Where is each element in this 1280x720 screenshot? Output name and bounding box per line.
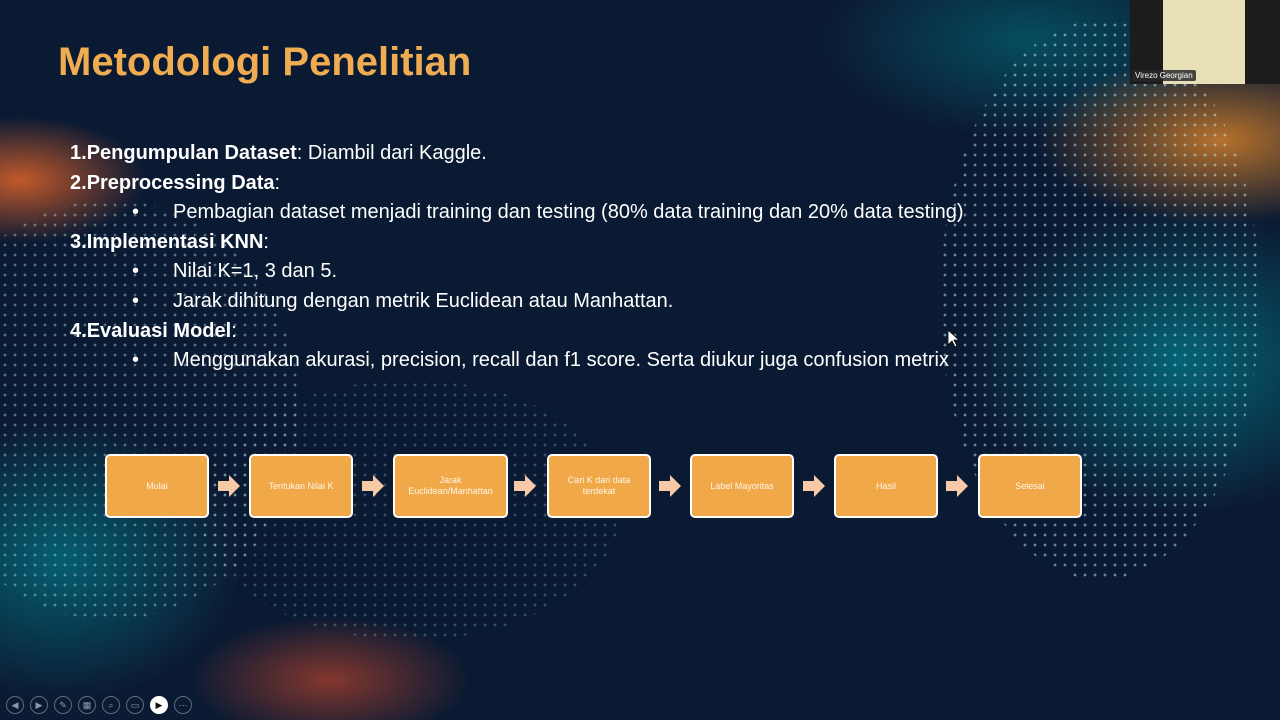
section-4-colon: : — [231, 319, 237, 342]
section-1-heading: Pengumpulan Dataset — [86, 142, 297, 164]
section-3-heading: Implementasi KNN — [86, 230, 264, 253]
section-1-number: 1. — [70, 142, 87, 164]
slides-grid-icon[interactable]: ▦ — [78, 696, 96, 714]
flow-step-label-mayoritas: Label Mayoritas — [690, 454, 794, 518]
bullet-text: Pembagian dataset menjadi training dan t… — [173, 201, 964, 224]
next-icon[interactable]: ▶ — [30, 696, 48, 714]
bullet-icon: • — [132, 260, 140, 283]
presenter-toolbar: ◀ ▶ ✎ ▦ ⌕ ▭ ▶ ⋯ — [6, 696, 192, 714]
methodology-list: 1.Pengumpulan Dataset: Diambil dari Kagg… — [70, 139, 964, 376]
arrow-right-icon — [946, 475, 968, 497]
section-4-number: 4. — [70, 319, 87, 342]
flow-step-label: Label Mayoritas — [710, 480, 774, 491]
flow-step-label: Cari K dari data terdekat — [567, 475, 631, 496]
flow-step-hasil: Hasil — [834, 454, 938, 518]
section-3-bullet-1: • Nilai K=1, 3 dan 5. — [70, 257, 964, 287]
flow-step-selesai: Selesai — [978, 454, 1082, 518]
arrow-right-icon — [514, 475, 536, 497]
participant-name: Virezo Georgian — [1132, 70, 1196, 81]
arrow-right-icon — [362, 475, 384, 497]
subtitles-icon[interactable]: ▭ — [126, 696, 144, 714]
arrow-right-icon — [803, 475, 825, 497]
section-4: 4.Evaluasi Model: — [70, 317, 964, 347]
section-4-bullet-1: • Menggunakan akurasi, precision, recall … — [70, 346, 964, 376]
slide-title: Metodologi Penelitian — [58, 40, 472, 84]
section-2-bullet-1: • Pembagian dataset menjadi training dan … — [70, 198, 964, 228]
section-2: 2.Preprocessing Data: — [70, 169, 964, 199]
previous-icon[interactable]: ◀ — [6, 696, 24, 714]
section-4-heading: Evaluasi Model — [86, 319, 232, 342]
flow-step-cari-k: Cari K dari data terdekat — [547, 454, 651, 518]
flow-step-label: Tentukan Nilai K — [268, 480, 334, 491]
section-3-bullet-2: • Jarak dihitung dengan metrik Euclidean … — [70, 287, 964, 317]
section-3-colon: : — [263, 230, 269, 253]
section-1-text: : Diambil dari Kaggle. — [296, 142, 487, 164]
flow-step-mulai: Mulai — [105, 454, 209, 518]
bullet-text: Menggunakan akurasi, precision, recall d… — [173, 349, 949, 372]
section-2-heading: Preprocessing Data — [86, 171, 275, 194]
section-2-number: 2. — [70, 171, 87, 194]
section-3-number: 3. — [70, 230, 87, 253]
arrow-right-icon — [659, 475, 681, 497]
flow-step-jarak: Jarak Euclidean/Manhattan — [393, 454, 508, 518]
dot-wave-left — [0, 200, 300, 620]
flow-step-tentukan-k: Tentukan Nilai K — [249, 454, 353, 518]
bullet-icon: • — [132, 289, 140, 312]
camera-icon[interactable]: ▶ — [150, 696, 168, 714]
mouse-cursor-icon — [948, 330, 960, 348]
section-3: 3.Implementasi KNN: — [70, 228, 964, 258]
flow-step-label: Mulai — [146, 480, 168, 491]
bullet-text: Nilai K=1, 3 dan 5. — [173, 260, 337, 283]
flow-step-label: Hasil — [875, 480, 896, 491]
section-1: 1.Pengumpulan Dataset: Diambil dari Kagg… — [70, 139, 964, 169]
pen-icon[interactable]: ✎ — [54, 696, 72, 714]
zoom-icon[interactable]: ⌕ — [102, 696, 120, 714]
bullet-text: Jarak dihitung dengan metrik Euclidean a… — [173, 289, 674, 312]
participant-video[interactable]: Virezo Georgian — [1130, 0, 1280, 84]
flow-step-label: Jarak Euclidean/Manhattan — [408, 475, 493, 496]
more-icon[interactable]: ⋯ — [174, 696, 192, 714]
section-2-colon: : — [274, 171, 281, 194]
arrow-right-icon — [218, 475, 240, 497]
bullet-icon: • — [132, 349, 140, 372]
bullet-icon: • — [132, 201, 140, 224]
flow-step-label: Selesai — [1015, 480, 1045, 491]
